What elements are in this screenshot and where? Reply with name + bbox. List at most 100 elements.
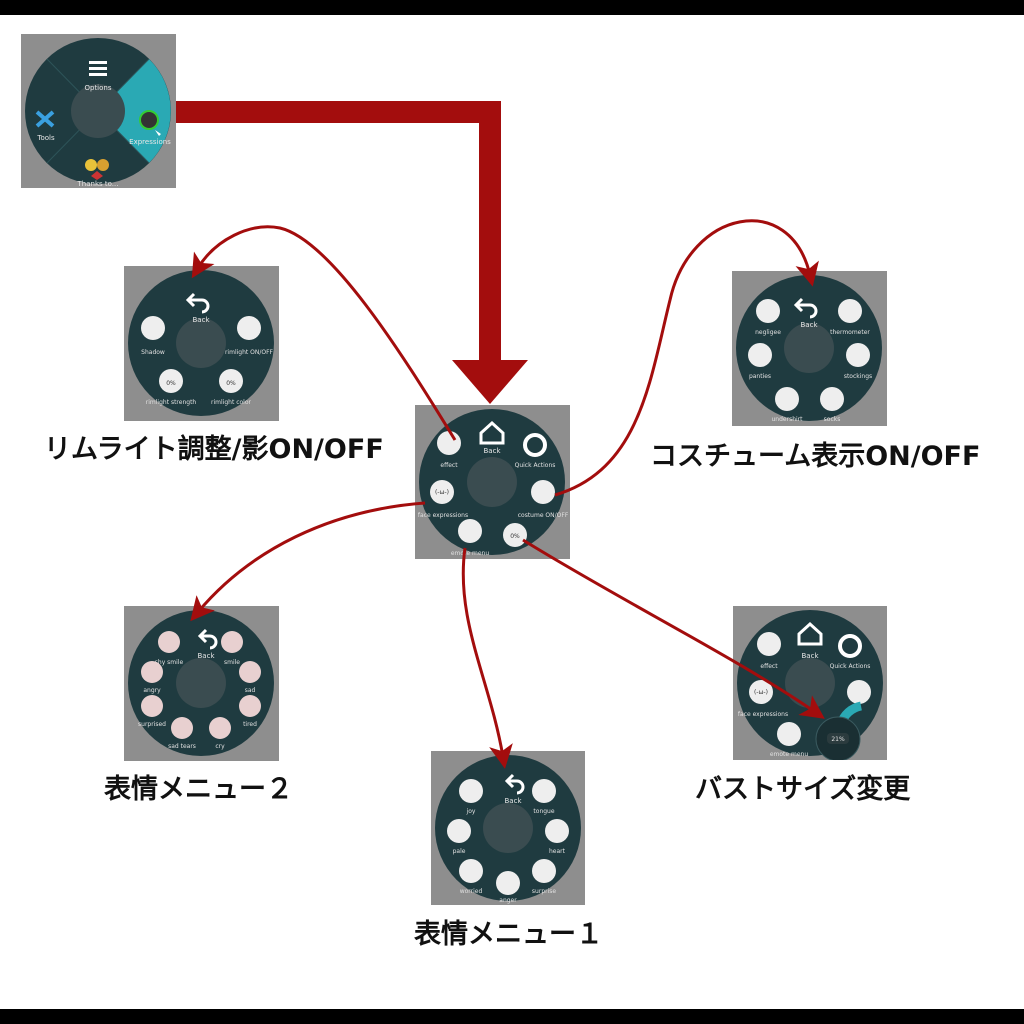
costume-item-1-icon[interactable] <box>756 299 780 323</box>
rimlight-toggle-label: rimlight ON/OFF <box>225 349 274 356</box>
diagram-canvas: Options Tools Expressions Thanks to... B… <box>0 15 1024 1009</box>
back-label: Back <box>505 797 523 805</box>
hair-icon[interactable] <box>531 480 555 504</box>
emote-label: emote menu <box>770 751 808 758</box>
main-radial-menu: Back effect Quick Actions (-ω-) face exp… <box>418 409 569 557</box>
back-icon[interactable] <box>504 773 525 795</box>
costume-item-5-label: undershirt <box>772 416 804 423</box>
rim-color-label: rimlight color <box>211 399 251 406</box>
expr1-item-6-icon[interactable] <box>532 859 556 883</box>
expr1-item-4-label: pale <box>453 848 466 855</box>
back-label: Back <box>484 447 502 455</box>
rimlight-toggle-icon[interactable] <box>237 316 261 340</box>
gear-icon[interactable] <box>523 433 547 457</box>
costume-item-4-label: stockings <box>844 373 872 380</box>
kaomoji-label: face expressions <box>738 711 788 718</box>
costume-menu-panel: Back negligee thermometer panties stocki… <box>732 271 887 426</box>
expr1-item-2-label: tongue <box>533 808 554 815</box>
costume-item-3-icon[interactable] <box>748 343 772 367</box>
caption-costume: コスチューム表示ON/OFF <box>650 441 981 472</box>
quick-actions-label: Quick Actions <box>830 663 871 670</box>
expr2-item-4-label: sad <box>245 687 256 694</box>
options-label: Options <box>84 84 111 92</box>
home-icon[interactable] <box>479 420 505 445</box>
expr1-item-2-icon[interactable] <box>532 779 556 803</box>
costume-item-4-icon[interactable] <box>846 343 870 367</box>
effect-label: effect <box>760 663 778 670</box>
tools-icon[interactable] <box>35 110 55 128</box>
root-radial-menu: Options Tools Expressions Thanks to... <box>25 38 171 188</box>
bust-percent-value: 21% <box>831 736 845 743</box>
expressions-highlight <box>98 59 171 163</box>
caption-bust: バストサイズ変更 <box>695 774 911 805</box>
expr2-item-8-label: cry <box>215 743 225 750</box>
expr2-item-4-icon[interactable] <box>239 661 261 683</box>
costume-item-2-icon[interactable] <box>838 299 862 323</box>
expr2-item-8-icon[interactable] <box>209 717 231 739</box>
expr1-radial-menu: Back joy tongue pale heart worried surpr… <box>435 755 581 904</box>
expressions-icon[interactable] <box>139 110 161 136</box>
thanks-icon[interactable] <box>85 159 109 180</box>
expr1-item-1-label: joy <box>466 808 476 815</box>
back-label: Back <box>198 652 216 660</box>
root-menu-panel: Options Tools Expressions Thanks to... <box>21 34 176 188</box>
hair-icon[interactable] <box>847 680 871 704</box>
quick-actions-label: Quick Actions <box>515 462 556 469</box>
gear-icon[interactable] <box>838 634 862 658</box>
expr2-item-6-icon[interactable] <box>239 695 261 717</box>
costume-item-2-label: thermometer <box>830 329 870 336</box>
expr2-item-7-icon[interactable] <box>171 717 193 739</box>
expr2-item-2-icon[interactable] <box>221 631 243 653</box>
expr1-item-3-icon[interactable] <box>545 819 569 843</box>
rim-strength-icon[interactable] <box>159 369 183 393</box>
expr2-menu-panel: Back shy smile smile angry sad surprised… <box>124 606 279 761</box>
effect-icon[interactable] <box>437 431 461 455</box>
bust-percent: 0% <box>510 533 520 540</box>
smile-icon[interactable] <box>458 519 482 543</box>
back-icon[interactable] <box>197 628 218 650</box>
kaomoji-label: face expressions <box>418 512 468 519</box>
kaomoji-icon[interactable] <box>430 480 454 504</box>
rim-color-value: 0% <box>226 380 236 387</box>
expr1-item-5-icon[interactable] <box>459 859 483 883</box>
expr1-item-1-icon[interactable] <box>459 779 483 803</box>
expr2-item-5-icon[interactable] <box>141 695 163 717</box>
bust-icon[interactable] <box>503 523 527 547</box>
back-label: Back <box>802 652 820 660</box>
expr2-item-2-label: smile <box>224 659 240 666</box>
back-label: Back <box>193 316 211 324</box>
expr2-item-3-label: angry <box>143 687 161 694</box>
expr1-item-3-label: heart <box>549 848 566 855</box>
caption-expr2: 表情メニュー２ <box>104 774 293 805</box>
expr2-item-1-icon[interactable] <box>158 631 180 653</box>
shadow-label: Shadow <box>141 349 165 356</box>
smile-icon[interactable] <box>777 722 801 746</box>
costume-item-6-label: socks <box>824 416 841 423</box>
costume-radial-menu: Back negligee thermometer panties stocki… <box>736 275 882 423</box>
costume-item-5-icon[interactable] <box>775 387 799 411</box>
thanks-label: Thanks to... <box>77 180 119 188</box>
expr2-radial-menu: Back shy smile smile angry sad surprised… <box>128 610 274 756</box>
tools-label: Tools <box>36 134 55 142</box>
expr1-item-6-label: surprise <box>532 888 556 895</box>
expr2-item-7-label: sad tears <box>168 743 196 750</box>
expr1-item-4-icon[interactable] <box>447 819 471 843</box>
costume-item-6-icon[interactable] <box>820 387 844 411</box>
effect-label: effect <box>440 462 458 469</box>
expr1-item-7-label: anger <box>499 897 517 904</box>
rim-strength-value: 0% <box>166 380 176 387</box>
kaomoji-text: (-ω-) <box>754 689 768 696</box>
expr1-menu-panel: Back joy tongue pale heart worried surpr… <box>431 751 585 905</box>
rimlight-radial-menu: Back Shadow rimlight ON/OFF 0% rimlight … <box>128 270 274 416</box>
expr1-item-7-icon[interactable] <box>496 871 520 895</box>
costume-item-3-label: panties <box>749 373 771 380</box>
expr2-item-3-icon[interactable] <box>141 661 163 683</box>
rimlight-menu-panel: Back Shadow rimlight ON/OFF 0% rimlight … <box>124 266 279 421</box>
options-icon[interactable] <box>89 61 107 76</box>
expr1-item-5-label: worried <box>460 888 483 895</box>
costume-item-1-label: negligee <box>755 329 781 336</box>
effect-icon[interactable] <box>757 632 781 656</box>
expr2-item-1-label: shy smile <box>155 659 184 666</box>
rim-strength-label: rimlight strength <box>146 399 197 406</box>
shadow-icon[interactable] <box>141 316 165 340</box>
